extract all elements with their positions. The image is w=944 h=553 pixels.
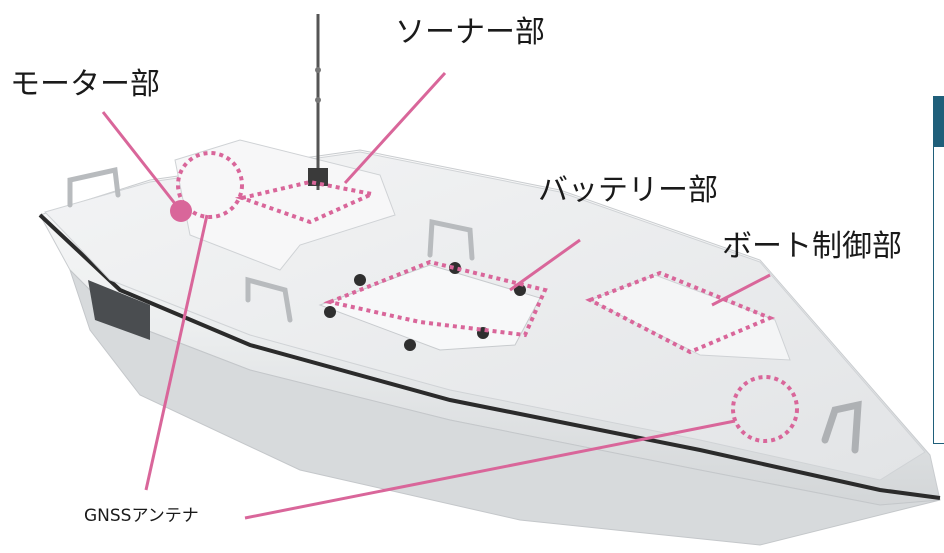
rear-propeller-housing xyxy=(88,280,150,340)
sonar-region-marker xyxy=(234,179,379,225)
antenna-node xyxy=(315,67,321,73)
antenna-base xyxy=(308,168,328,186)
sonar-leader-line xyxy=(343,71,447,185)
motor-leader-dot xyxy=(170,200,192,222)
sonar-housing xyxy=(174,139,396,271)
deck-fitting xyxy=(449,262,461,274)
gnss-label: GNSSアンテナ xyxy=(84,506,199,526)
gnss-leader-line-1 xyxy=(144,214,209,491)
boat-control-leader-line xyxy=(711,273,771,307)
battery-leader-line xyxy=(509,238,581,292)
side-panel-edge xyxy=(933,96,944,444)
gnss-leader-line-2 xyxy=(244,419,736,520)
gnss-region-marker xyxy=(731,375,799,443)
antenna-node xyxy=(315,97,321,103)
mid-handle xyxy=(245,276,293,323)
rear-handle xyxy=(67,166,121,208)
side-panel-header-bar xyxy=(934,97,944,147)
sonar-label: ソーナー部 xyxy=(395,15,545,50)
boat-control-label: ボート制御部 xyxy=(722,229,902,264)
bow-handle xyxy=(821,400,862,454)
battery-label: バッテリー部 xyxy=(538,173,718,208)
battery-region-marker xyxy=(323,259,548,338)
motor-leader-line xyxy=(101,111,182,211)
rub-rail xyxy=(38,213,941,500)
deck-fitting xyxy=(404,339,416,351)
deck-fitting xyxy=(324,306,336,318)
deck-fitting xyxy=(514,284,526,296)
center-handle xyxy=(427,218,475,261)
motor-label: モーター部 xyxy=(10,67,160,102)
boat-control-region-marker xyxy=(585,270,776,355)
deck-fitting xyxy=(354,274,366,286)
boat-hull-underside xyxy=(69,269,941,546)
motor-region-marker xyxy=(176,151,244,219)
